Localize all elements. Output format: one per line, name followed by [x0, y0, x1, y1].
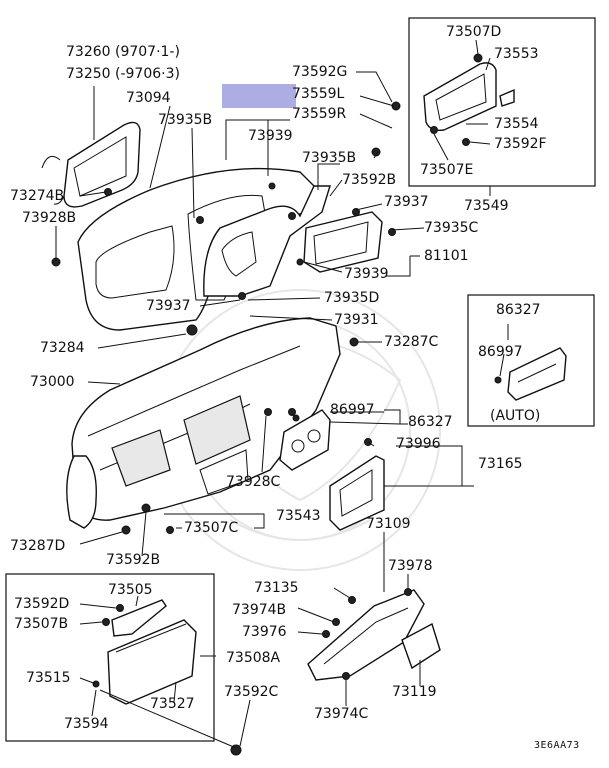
- label-73935d: 73935D: [324, 290, 380, 306]
- label-73559r: 73559R: [292, 106, 347, 122]
- label-73260: 73260 (9707·1-): [66, 44, 180, 60]
- label-73287c: 73287C: [384, 334, 439, 350]
- label-73559l: 73559L: [292, 86, 345, 102]
- part-ac-control-panel: [279, 409, 331, 471]
- label-73554: 73554: [494, 116, 539, 132]
- label-73527: 73527: [150, 696, 195, 712]
- label-73287d: 73287D: [10, 538, 66, 554]
- label-73974b: 73974B: [232, 602, 287, 618]
- diagram-code: 3E6AA73: [534, 740, 580, 751]
- part-airbag-module: [41, 121, 141, 208]
- part-glove-box: [107, 599, 197, 705]
- label-73507b: 73507B: [14, 616, 69, 632]
- label-86327: 86327: [408, 414, 453, 430]
- label-73592c: 73592C: [224, 684, 279, 700]
- label-73094: 73094: [126, 90, 171, 106]
- box-73549-airbag: [408, 17, 596, 187]
- label-73935b-upper: 73935B: [158, 112, 213, 128]
- part-main-dashboard: [66, 317, 341, 529]
- label-73996: 73996: [396, 436, 441, 452]
- label-81101: 81101: [424, 248, 469, 264]
- label-73594: 73594: [64, 716, 109, 732]
- box-auto-ac: [467, 294, 595, 427]
- label-73592f: 73592F: [494, 136, 547, 152]
- part-center-trim: [303, 211, 383, 273]
- label-73935b-center: 73935B: [302, 150, 357, 166]
- label-73939-lower: 73939: [344, 266, 389, 282]
- label-86997: 86997: [330, 402, 375, 418]
- label-73505: 73505: [108, 582, 153, 598]
- part-upper-panel: [77, 167, 317, 331]
- label-73135: 73135: [254, 580, 299, 596]
- part-meter-trim: [203, 185, 331, 297]
- label-73507e: 73507E: [420, 162, 474, 178]
- label-73931: 73931: [334, 312, 379, 328]
- label-86327-auto: 86327: [496, 302, 541, 318]
- label-73974c: 73974C: [314, 706, 369, 722]
- label-73592b-upper: 73592B: [342, 172, 397, 188]
- label-73549: 73549: [464, 198, 509, 214]
- label-73939-upper: 73939: [248, 128, 293, 144]
- label-73515: 73515: [26, 670, 71, 686]
- label-73592b-lower: 73592B: [106, 552, 161, 568]
- label-73935c: 73935C: [424, 220, 479, 236]
- leader-lines: [55, 39, 509, 749]
- label-86997-auto: 86997: [478, 344, 523, 360]
- part-center-bezel: [329, 455, 385, 531]
- label-73508a: 73508A: [226, 650, 281, 666]
- highlight-marker: [222, 84, 296, 108]
- part-airbag-cover: [423, 62, 515, 132]
- label-auto: (AUTO): [490, 408, 541, 424]
- label-73165: 73165: [478, 456, 523, 472]
- label-73119: 73119: [392, 684, 437, 700]
- label-73976: 73976: [242, 624, 287, 640]
- label-73109: 73109: [366, 516, 411, 532]
- label-73928b: 73928B: [22, 210, 77, 226]
- label-73928c: 73928C: [226, 474, 281, 490]
- label-73937-lower: 73937: [146, 298, 191, 314]
- box-glovebox-assembly: [5, 573, 215, 742]
- label-73543: 73543: [276, 508, 321, 524]
- label-73592d: 73592D: [14, 596, 70, 612]
- part-lower-console: [307, 589, 441, 681]
- label-73507c: 73507C: [184, 520, 239, 536]
- label-73937-upper: 73937: [384, 194, 429, 210]
- label-73507d: 73507D: [446, 24, 502, 40]
- label-73592g: 73592G: [292, 64, 348, 80]
- label-73284: 73284: [40, 340, 85, 356]
- label-73553: 73553: [494, 46, 539, 62]
- label-73274b: 73274B: [10, 188, 65, 204]
- label-73000: 73000: [30, 374, 75, 390]
- label-73250: 73250 (-9706·3): [66, 66, 180, 82]
- label-73978: 73978: [388, 558, 433, 574]
- part-ac-panel-auto: [507, 347, 567, 401]
